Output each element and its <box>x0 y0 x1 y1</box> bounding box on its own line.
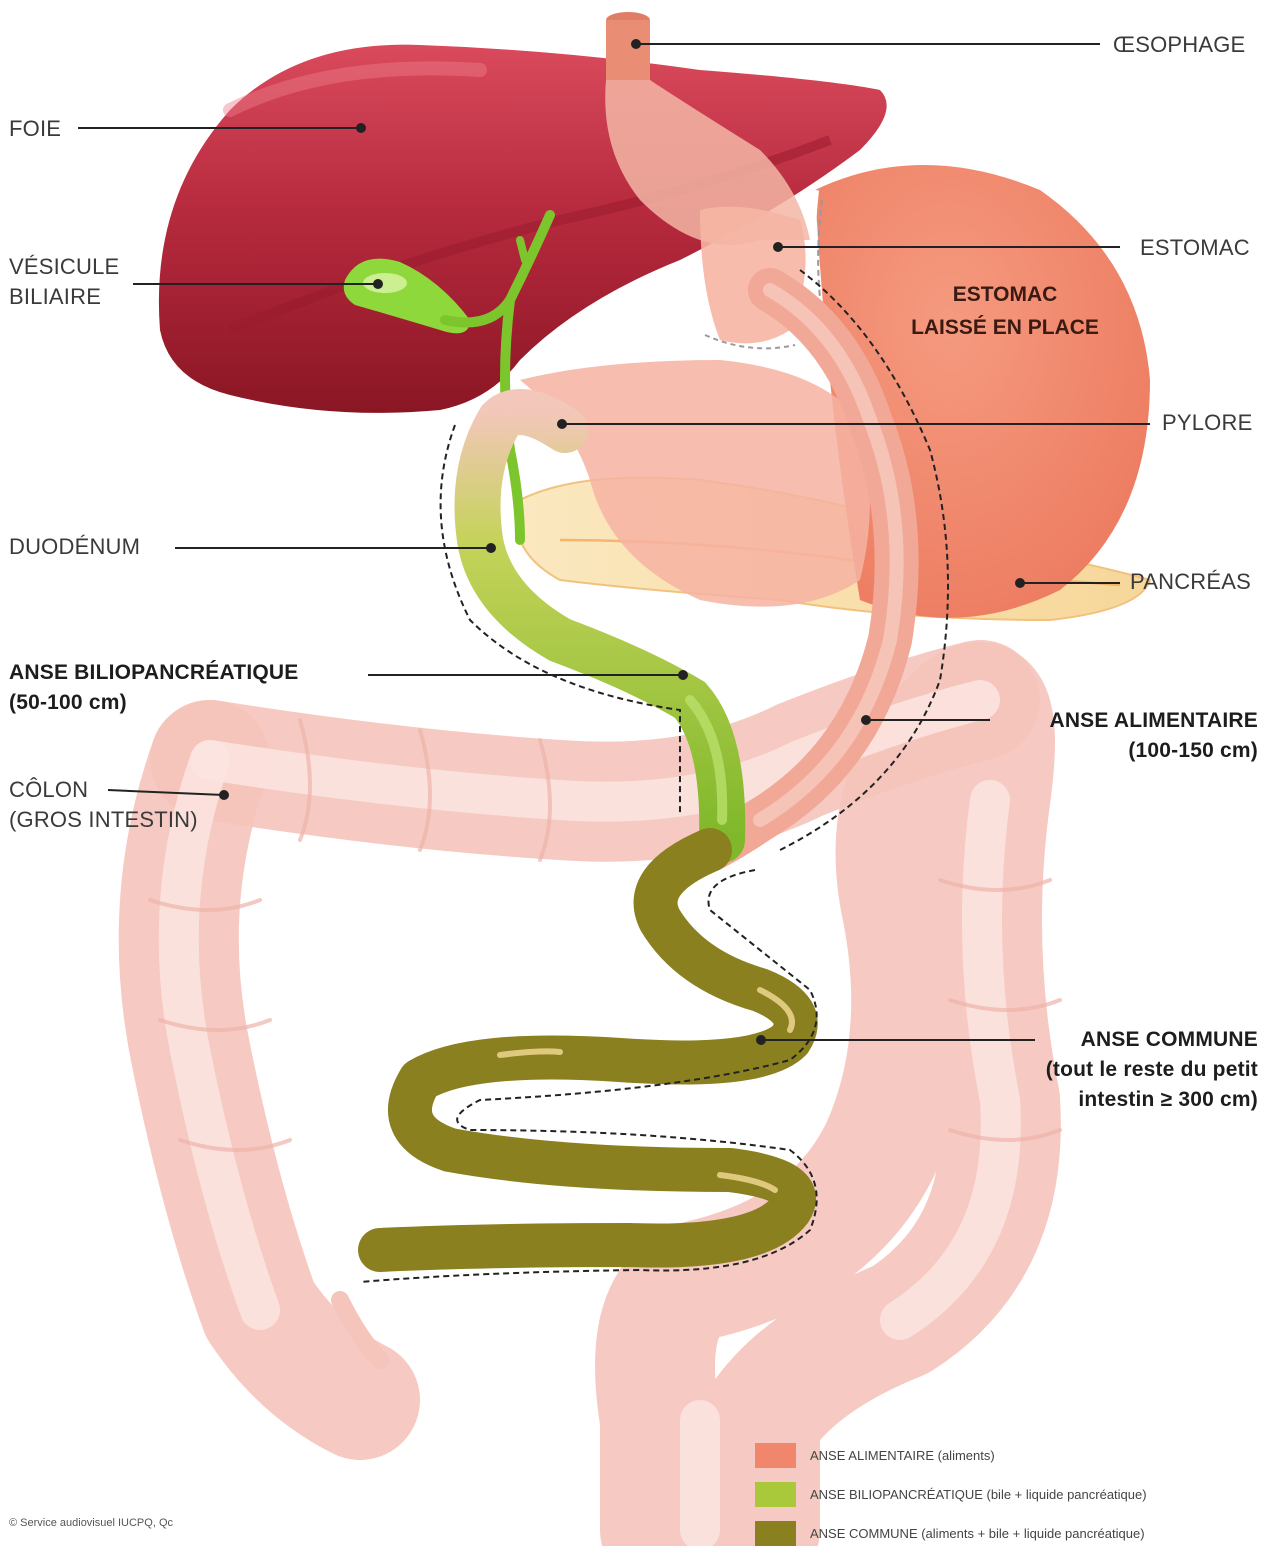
legend-label-alimentaire: ANSE ALIMENTAIRE (aliments) <box>810 1448 995 1463</box>
label-anse-biliopancreatique: ANSE BILIOPANCRÉATIQUE (50-100 cm) <box>9 658 298 718</box>
label-vesicule-line2: BILIAIRE <box>9 282 119 312</box>
legend-label-biliopancreatique: ANSE BILIOPANCRÉATIQUE (bile + liquide p… <box>810 1487 1147 1502</box>
label-vesicule-biliaire: VÉSICULE BILIAIRE <box>9 252 119 312</box>
label-duodenum: DUODÉNUM <box>9 532 140 562</box>
legend-item-commune: ANSE COMMUNE (aliments + bile + liquide … <box>755 1514 1147 1553</box>
label-foie: FOIE <box>9 114 61 144</box>
label-anse-commune-line1: ANSE COMMUNE <box>960 1025 1258 1055</box>
legend-swatch-alimentaire <box>755 1443 796 1468</box>
label-anse-bilio-line2: (50-100 cm) <box>9 688 298 718</box>
label-estomac-laisse-en-place: ESTOMAC LAISSÉ EN PLACE <box>895 278 1115 344</box>
legend: ANSE ALIMENTAIRE (aliments) ANSE BILIOPA… <box>755 1436 1147 1553</box>
common-loop <box>380 850 796 1250</box>
label-anse-alimentaire: ANSE ALIMENTAIRE (100-150 cm) <box>1000 706 1258 766</box>
label-estomac-place-line2: LAISSÉ EN PLACE <box>895 311 1115 344</box>
label-colon: CÔLON (GROS INTESTIN) <box>9 775 198 835</box>
label-oesophage: ŒSOPHAGE <box>1113 30 1245 60</box>
label-colon-line1: CÔLON <box>9 775 198 805</box>
legend-swatch-biliopancreatique <box>755 1482 796 1507</box>
label-anse-bilio-line1: ANSE BILIOPANCRÉATIQUE <box>9 658 298 688</box>
label-colon-line2: (GROS INTESTIN) <box>9 805 198 835</box>
label-pylore: PYLORE <box>1162 408 1252 438</box>
label-anse-commune: ANSE COMMUNE (tout le reste du petit int… <box>960 1025 1258 1115</box>
colon <box>150 700 1060 1530</box>
label-anse-commune-line3: intestin ≥ 300 cm) <box>960 1085 1258 1115</box>
legend-item-alimentaire: ANSE ALIMENTAIRE (aliments) <box>755 1436 1147 1475</box>
legend-label-commune: ANSE COMMUNE (aliments + bile + liquide … <box>810 1526 1145 1541</box>
label-anse-alim-line2: (100-150 cm) <box>1000 736 1258 766</box>
label-pancreas: PANCRÉAS <box>1130 567 1251 597</box>
label-estomac-place-line1: ESTOMAC <box>895 278 1115 311</box>
label-anse-commune-line2: (tout le reste du petit <box>960 1055 1258 1085</box>
legend-swatch-commune <box>755 1521 796 1546</box>
label-vesicule-line1: VÉSICULE <box>9 252 119 282</box>
label-anse-alim-line1: ANSE ALIMENTAIRE <box>1000 706 1258 736</box>
legend-item-biliopancreatique: ANSE BILIOPANCRÉATIQUE (bile + liquide p… <box>755 1475 1147 1514</box>
label-estomac: ESTOMAC <box>1140 233 1250 263</box>
credit-text: © Service audiovisuel IUCPQ, Qc <box>9 1517 173 1529</box>
